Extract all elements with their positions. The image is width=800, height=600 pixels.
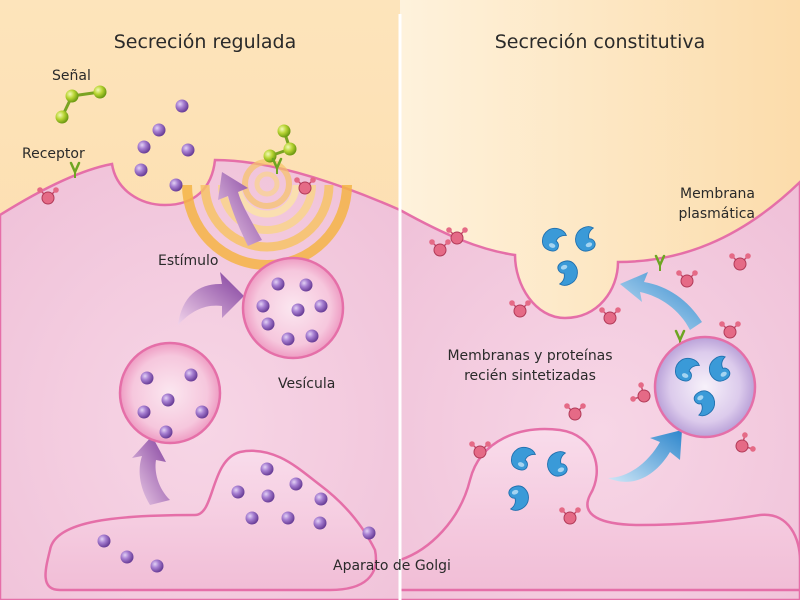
golgi-right bbox=[398, 427, 800, 592]
membrane-protein-icon bbox=[429, 239, 451, 257]
protein-blob bbox=[693, 390, 715, 417]
membrane-protein-icon bbox=[729, 253, 751, 271]
molecule-dot bbox=[299, 278, 313, 292]
molecule-dot bbox=[181, 143, 195, 157]
protein-blob bbox=[575, 226, 596, 252]
membrane-protein-icon bbox=[559, 507, 581, 525]
stimulus-label: Estímulo bbox=[158, 253, 218, 269]
molecule-dot bbox=[175, 99, 189, 113]
molecule-dot bbox=[195, 405, 209, 419]
molecule-dot bbox=[291, 303, 305, 317]
arrow-vesicle-to-membrane bbox=[620, 272, 702, 330]
molecule-dot bbox=[137, 140, 151, 154]
molecule-dot bbox=[313, 516, 327, 530]
protein-blob bbox=[709, 355, 731, 382]
left-panel-title: Secreción regulada bbox=[114, 31, 297, 53]
molecule-dot bbox=[281, 332, 295, 346]
membrane-protein-icon bbox=[564, 403, 586, 421]
arrow-stimulus-to-exocytosis bbox=[218, 172, 262, 246]
signal-molecule-free bbox=[55, 85, 107, 124]
protein-blob bbox=[674, 358, 700, 382]
protein-blob bbox=[541, 228, 567, 252]
new-membranes-label-line1: Membranas y proteínas bbox=[447, 348, 612, 364]
molecule-dot bbox=[231, 485, 245, 499]
membrane-protein-icon bbox=[676, 270, 698, 288]
molecule-dot bbox=[289, 477, 303, 491]
arrow-golgi-to-vesicle-right bbox=[608, 430, 682, 482]
membrane-protein-icon bbox=[37, 187, 59, 205]
membrane-protein-icon bbox=[719, 321, 741, 339]
molecule-dot bbox=[245, 511, 259, 525]
protein-blob bbox=[508, 485, 529, 511]
molecule-dot bbox=[314, 299, 328, 313]
molecule-dot bbox=[261, 317, 275, 331]
molecule-dot bbox=[140, 371, 154, 385]
secretory-molecules bbox=[97, 99, 376, 573]
molecule-dot bbox=[256, 299, 270, 313]
molecule-dot bbox=[161, 393, 175, 407]
membrane-protein-icon bbox=[469, 441, 491, 459]
molecule-dot bbox=[184, 368, 198, 382]
membrane-protein-icon bbox=[630, 382, 651, 403]
signal-label: Señal bbox=[52, 68, 91, 84]
molecule-dot bbox=[261, 489, 275, 503]
molecule-dot bbox=[150, 559, 164, 573]
molecule-dot bbox=[314, 492, 328, 506]
membrane-protein-icon bbox=[294, 177, 316, 195]
protein-blob bbox=[557, 260, 578, 286]
membrane-protein-icon bbox=[735, 432, 756, 453]
golgi-label: Aparato de Golgi bbox=[333, 558, 451, 574]
protein-blob bbox=[547, 451, 568, 477]
molecule-dot bbox=[362, 526, 376, 540]
molecule-dot bbox=[137, 405, 151, 419]
membrane-protein-icon bbox=[509, 300, 531, 318]
arrow-golgi-to-vesicle bbox=[132, 436, 170, 505]
vesicle-right bbox=[653, 335, 757, 439]
protein-blob bbox=[510, 447, 536, 471]
receptor-label: Receptor bbox=[22, 146, 85, 162]
membrane-proteins bbox=[37, 177, 756, 525]
membrane-protein-icon bbox=[446, 227, 468, 245]
protein-clusters bbox=[508, 226, 731, 511]
membrane-label-line2: plasmática bbox=[678, 206, 755, 222]
right-panel-title: Secreción constitutiva bbox=[495, 31, 706, 53]
molecule-dot bbox=[271, 277, 285, 291]
arrow-vesicle-to-vesicle bbox=[178, 272, 244, 325]
new-membranes-label-line2: recién sintetizadas bbox=[464, 368, 596, 384]
membrane-label-line1: Membrana bbox=[680, 186, 755, 202]
vesicle-label: Vesícula bbox=[278, 376, 335, 392]
molecule-dot bbox=[152, 123, 166, 137]
molecule-dot bbox=[281, 511, 295, 525]
molecule-dot bbox=[97, 534, 111, 548]
molecule-dot bbox=[120, 550, 134, 564]
molecule-dot bbox=[169, 178, 183, 192]
membrane-protein-icon bbox=[599, 307, 621, 325]
molecule-dot bbox=[134, 163, 148, 177]
molecule-dot bbox=[305, 329, 319, 343]
molecule-dot bbox=[260, 462, 274, 476]
molecule-dot bbox=[159, 425, 173, 439]
